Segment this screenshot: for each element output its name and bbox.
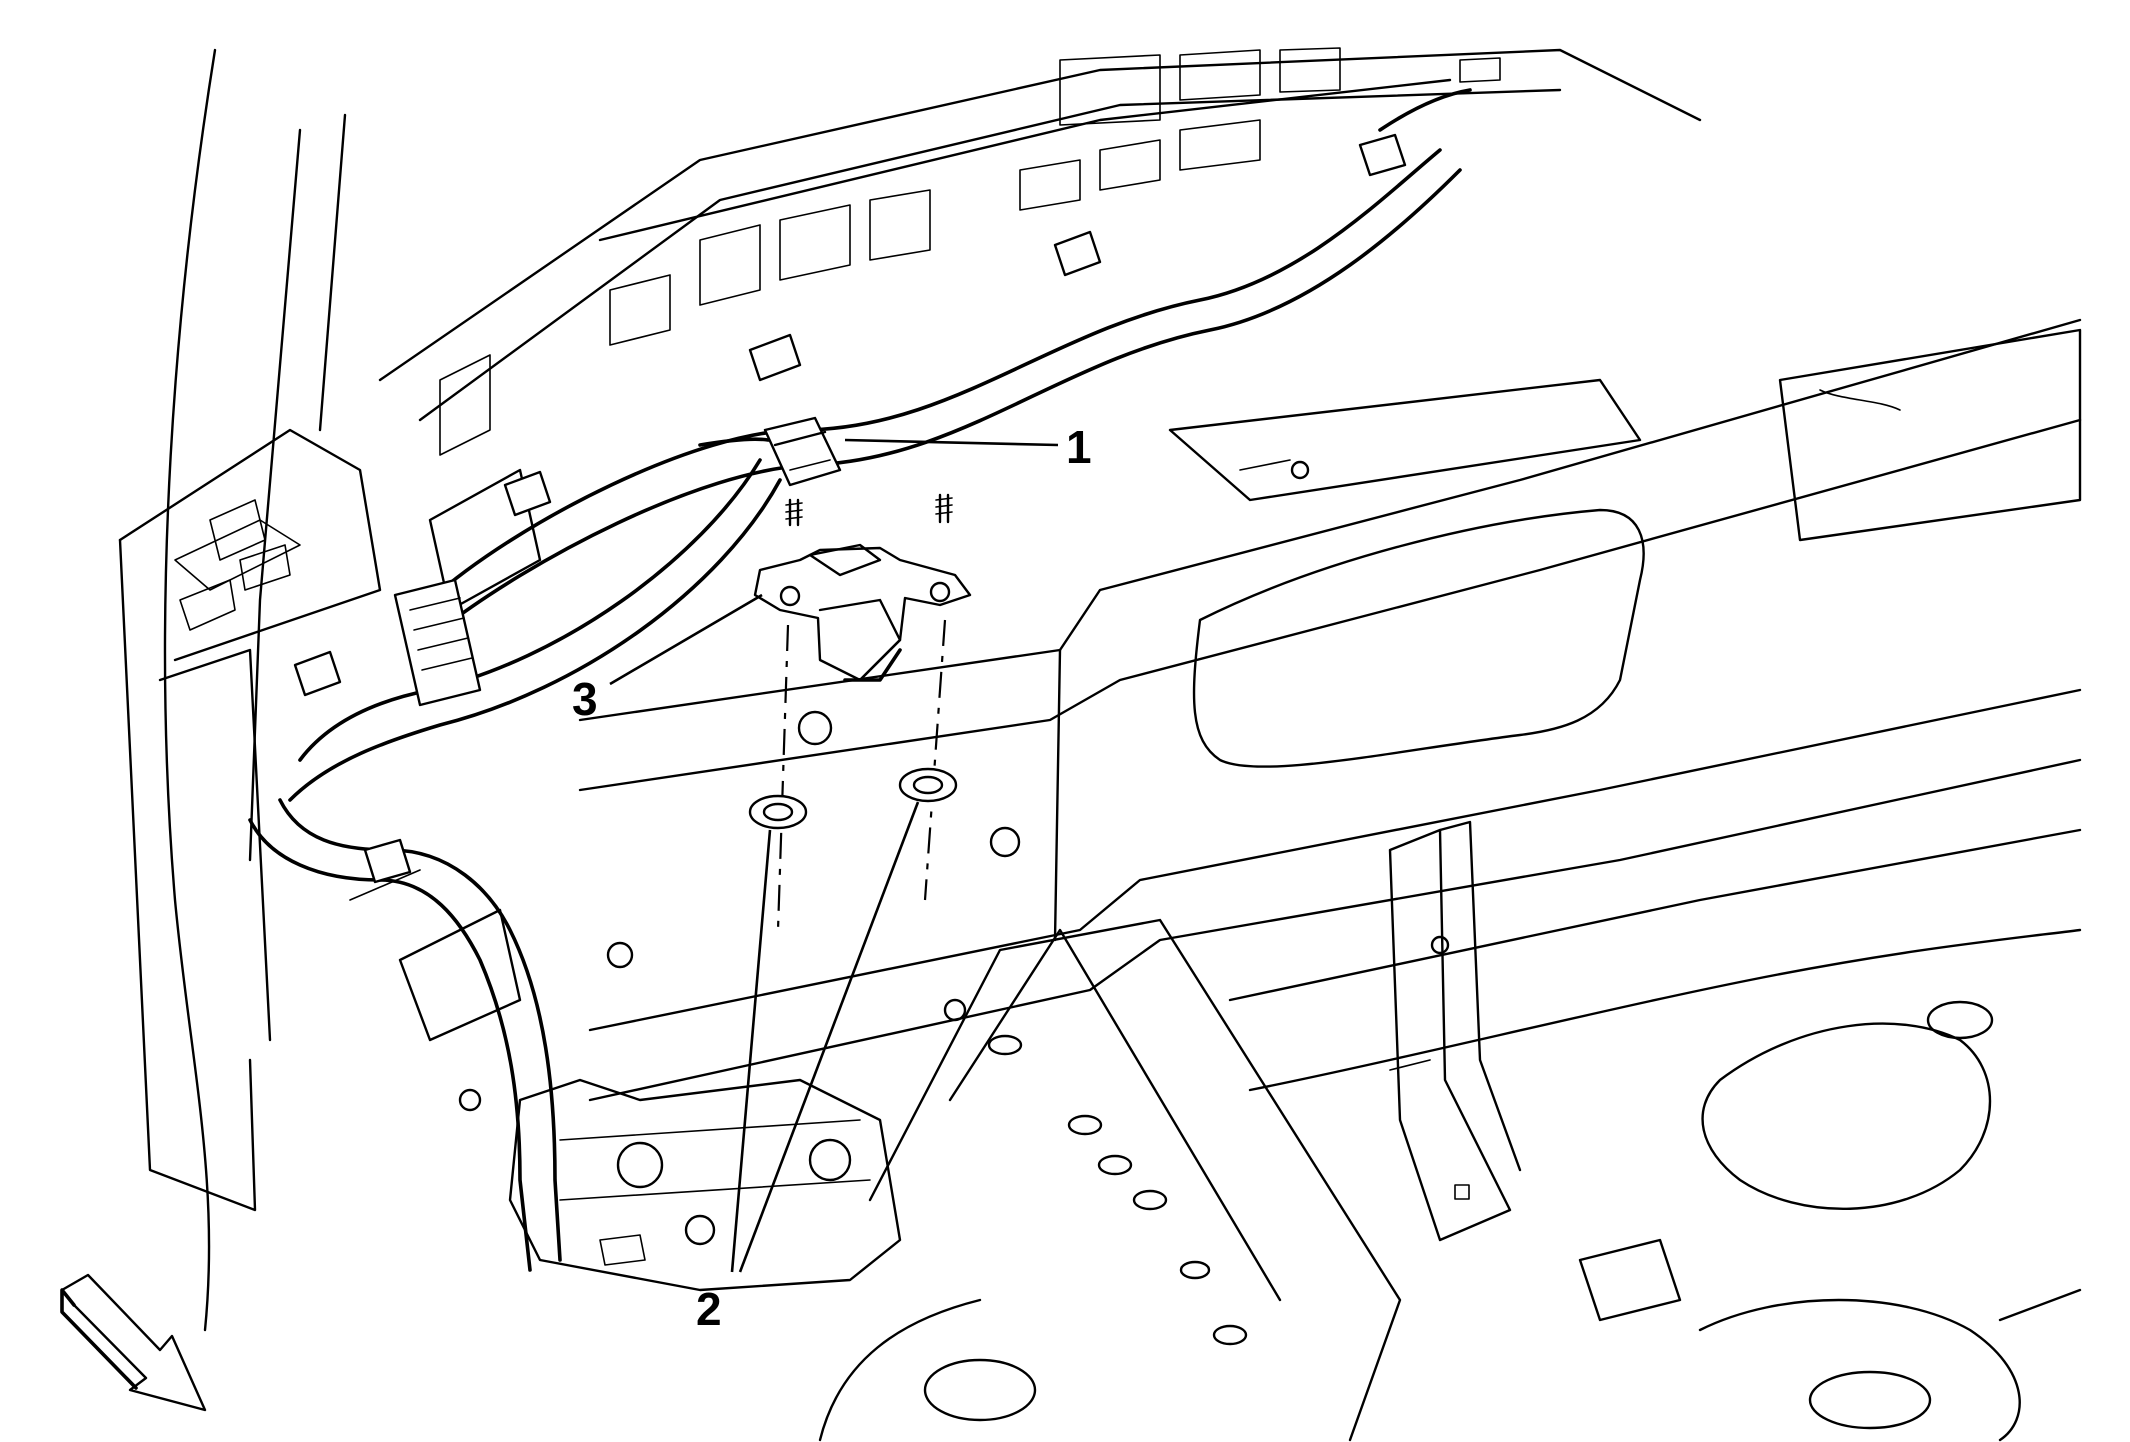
lower-mechanical-assembly xyxy=(349,869,902,1292)
callout-label-3: 3 xyxy=(572,673,598,725)
rear-floor-pan xyxy=(818,828,2082,1442)
upper-dash-structure xyxy=(378,47,1702,612)
bracket-hole xyxy=(779,585,801,607)
vertical-bracket xyxy=(1388,820,1522,1242)
callout-leaders xyxy=(609,438,1059,1273)
callout-label-2: 2 xyxy=(696,1283,722,1335)
lower-frame-rail xyxy=(868,918,1402,1442)
wiring-harness xyxy=(248,88,1472,1272)
sensor-module xyxy=(753,543,972,682)
module-electrical-connector xyxy=(698,416,842,487)
module-bolts xyxy=(776,493,953,931)
floor-crossmember xyxy=(578,318,2082,1102)
callout-label-1: 1 xyxy=(1066,421,1092,473)
leader-2a xyxy=(730,829,772,1273)
leader-2b xyxy=(738,801,920,1273)
leader-1 xyxy=(844,438,1059,447)
leader-3 xyxy=(609,593,763,686)
forward-arrow-icon xyxy=(60,1273,207,1412)
harness-connector xyxy=(393,578,482,707)
left-body-panel xyxy=(118,48,382,1332)
mounting-nuts xyxy=(606,710,1021,969)
bracket-hole xyxy=(929,581,951,603)
